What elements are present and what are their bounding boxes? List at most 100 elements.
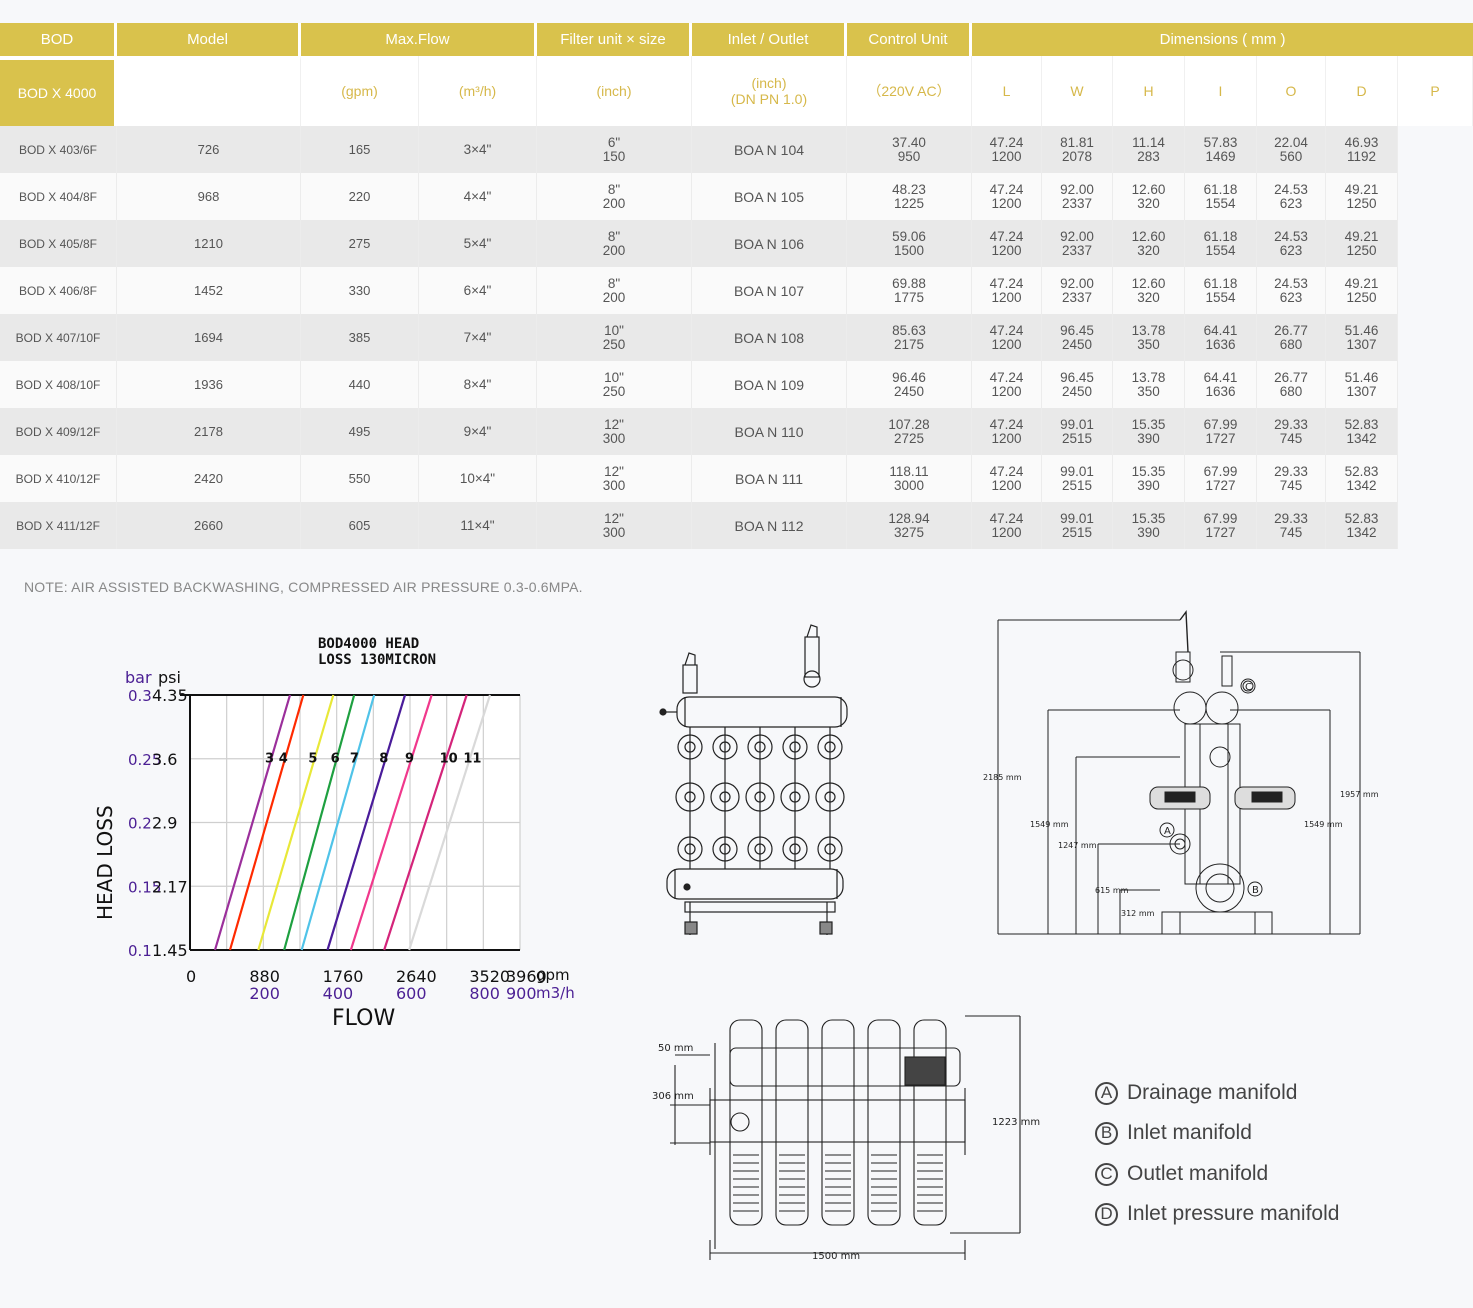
x-tick-gpm: 0 [186, 967, 196, 986]
series-label-7: 7 [350, 751, 359, 766]
dim-1957: 1957 mm [1340, 790, 1379, 799]
chart-series [213, 694, 492, 951]
cell-model: BOD X 403/6F [0, 126, 117, 173]
cell-filter: 11×4" [419, 502, 537, 549]
y-tick-psi: 4.35 [152, 686, 188, 705]
series-line-5 [257, 694, 335, 951]
unit-gpm: (gpm) [301, 56, 419, 126]
chart-title-line1: BOD4000 HEAD [318, 636, 419, 652]
note-text: NOTE: AIR ASSISTED BACKWASHING, COMPRESS… [24, 579, 583, 595]
legend-mark-d: D [1095, 1202, 1118, 1226]
cell-filter: 3×4" [419, 126, 537, 173]
dim-615: 615 mm [1095, 886, 1129, 895]
filter-disc-icon [747, 836, 773, 862]
cell-control-unit: BOA N 109 [692, 361, 847, 408]
unit-H: H [1113, 56, 1185, 126]
series-line-9 [349, 694, 433, 951]
x-tick-gpm: 2640 [396, 967, 437, 986]
cell-model: BOD X 408/10F [0, 361, 117, 408]
cell-gpm: 968 [117, 173, 301, 220]
svg-text:B: B [1252, 885, 1259, 896]
x-unit-gpm: gpm [536, 966, 570, 984]
series-line-4 [228, 694, 305, 951]
unit-blank [117, 56, 301, 126]
y-tick-bar: 0.3 [128, 687, 152, 705]
series-label-9: 9 [405, 751, 414, 766]
y-tick-psi: 3.6 [152, 750, 177, 769]
dim-50: 50 mm [658, 1043, 693, 1054]
filter-housing-icon [913, 1019, 947, 1226]
group-label: BOD X 4000 [0, 56, 117, 126]
cell-filter: 8×4" [419, 361, 537, 408]
cell-control-unit: BOA N 106 [692, 220, 847, 267]
dim-1549-left: 1549 mm [1030, 820, 1069, 829]
filter-disc-icon [712, 734, 738, 760]
series-line-8 [326, 694, 407, 951]
cell-filter: 10×4" [419, 455, 537, 502]
cell-gpm: 1694 [117, 314, 301, 361]
cell-m3h: 550 [301, 455, 419, 502]
unit-O: O [1257, 56, 1326, 126]
filter-disc-icon [782, 836, 808, 862]
series-label-6: 6 [331, 751, 340, 766]
series-label-10: 10 [440, 751, 458, 766]
x-unit-m3h: m3/h [536, 984, 575, 1002]
dim-1500: 1500 mm [812, 1251, 860, 1262]
cell-model: BOD X 407/10F [0, 314, 117, 361]
y-unit-psi: psi [158, 668, 181, 687]
chart-title-line2: LOSS 130MICRON [318, 652, 436, 668]
legend-mark-c: C [1095, 1162, 1118, 1186]
side-view-drawing: A B C 2185 mm 1549 mm 1247 mm 615 mm 312… [983, 610, 1379, 935]
unit-P: P [1398, 56, 1473, 126]
header-max-flow: Max.Flow [301, 23, 537, 56]
series-line-11 [408, 694, 492, 951]
x-tick-gpm: 3520 [469, 967, 510, 986]
unit-I: I [1185, 56, 1257, 126]
legend-mark-b: B [1095, 1121, 1118, 1145]
cell-model: BOD X 405/8F [0, 220, 117, 267]
filter-housing-icon [729, 1019, 763, 1226]
x-tick-gpm: 3960 [506, 967, 547, 986]
dim-1247: 1247 mm [1058, 841, 1097, 850]
cell-inlet-outlet: 6"150 [537, 126, 692, 173]
cell-inlet-outlet: 10"250 [537, 314, 692, 361]
x-tick-m3h: 600 [396, 984, 427, 1003]
cell-inlet-outlet: 8"200 [537, 267, 692, 314]
header-dimensions: Dimensions ( mm ) [972, 23, 1473, 56]
legend-label-inlet-pressure: Inlet pressure manifold [1127, 1202, 1340, 1225]
header-control-unit: Control Unit [847, 23, 972, 56]
y-tick-bar: 0.25 [128, 751, 161, 769]
series-label-5: 5 [308, 751, 317, 766]
filter-housing-icon [775, 1019, 809, 1226]
cell-filter: 5×4" [419, 220, 537, 267]
series-label-11: 11 [463, 751, 481, 766]
cell-control-unit: BOA N 107 [692, 267, 847, 314]
y-tick-bar: 0.2 [128, 815, 152, 833]
cell-gpm: 2420 [117, 455, 301, 502]
